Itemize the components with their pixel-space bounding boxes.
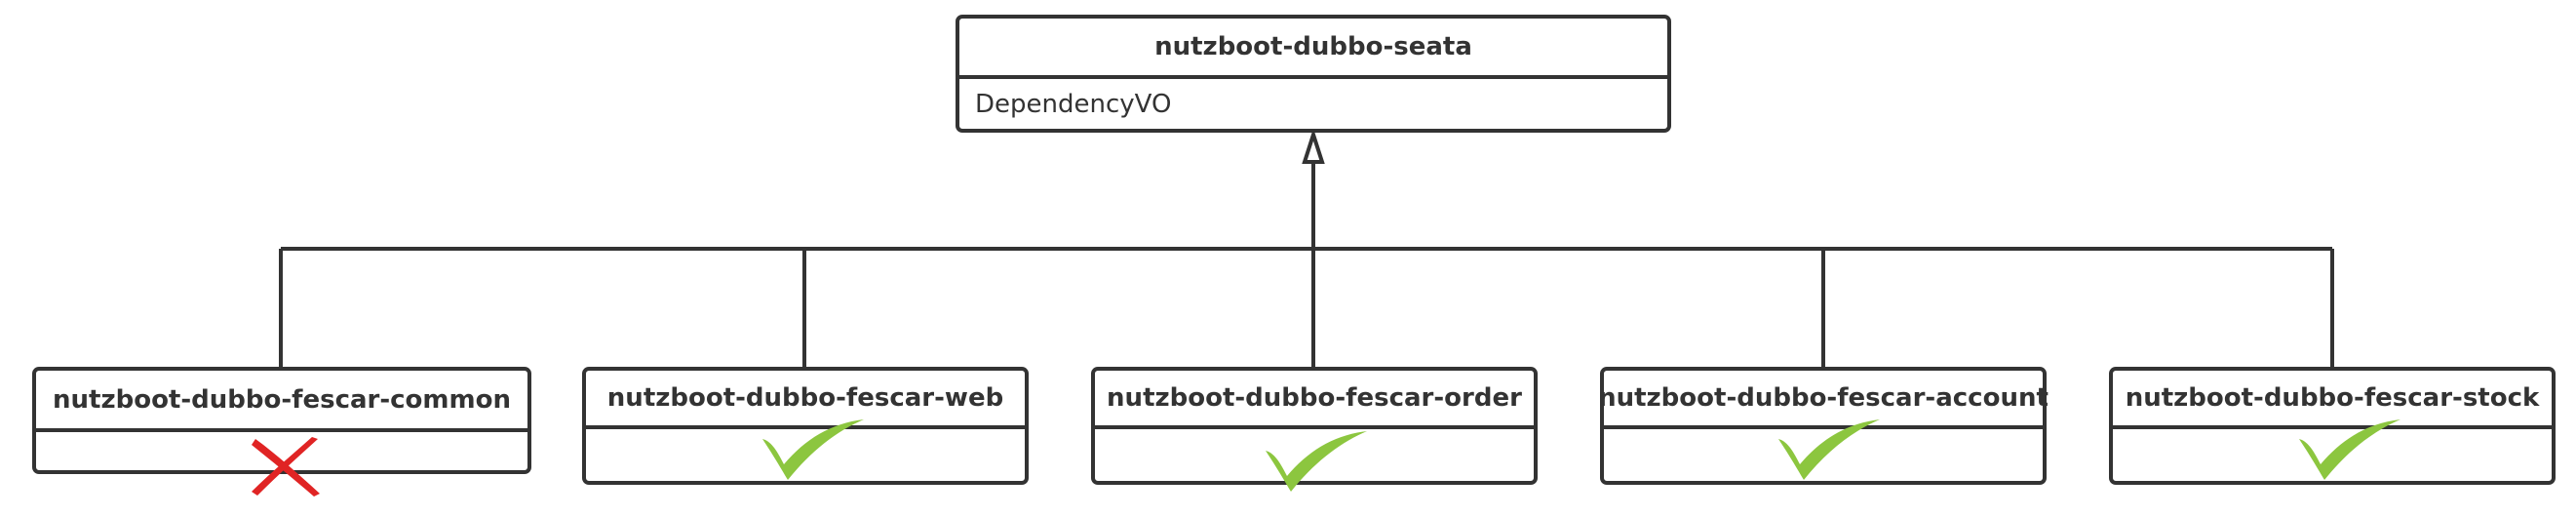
check-icon — [1266, 431, 1367, 492]
parent-class-title: nutzboot-dubbo-seata — [959, 19, 1667, 79]
module-box-account: nutzboot-dubbo-fescar-account — [1598, 367, 2049, 485]
parent-class-attribute: DependencyVO — [975, 89, 1172, 119]
module-title-common: nutzboot-dubbo-fescar-common — [36, 371, 527, 432]
module-box-common: nutzboot-dubbo-fescar-common — [32, 367, 531, 474]
inheritance-arrowhead — [1302, 128, 1325, 164]
check-icon — [2299, 419, 2400, 480]
parent-class-box: nutzboot-dubbo-seata DependencyVO — [956, 15, 1671, 133]
module-box-web: nutzboot-dubbo-fescar-web — [582, 367, 1029, 485]
cross-icon — [252, 437, 320, 497]
module-title-web: nutzboot-dubbo-fescar-web — [586, 371, 1025, 429]
module-box-stock: nutzboot-dubbo-fescar-stock — [2109, 367, 2556, 485]
module-title-stock: nutzboot-dubbo-fescar-stock — [2113, 371, 2552, 429]
check-icon — [1778, 419, 1880, 480]
check-icon — [762, 419, 864, 480]
module-title-order: nutzboot-dubbo-fescar-order — [1095, 371, 1534, 429]
module-title-account: nutzboot-dubbo-fescar-account — [1598, 371, 2049, 429]
